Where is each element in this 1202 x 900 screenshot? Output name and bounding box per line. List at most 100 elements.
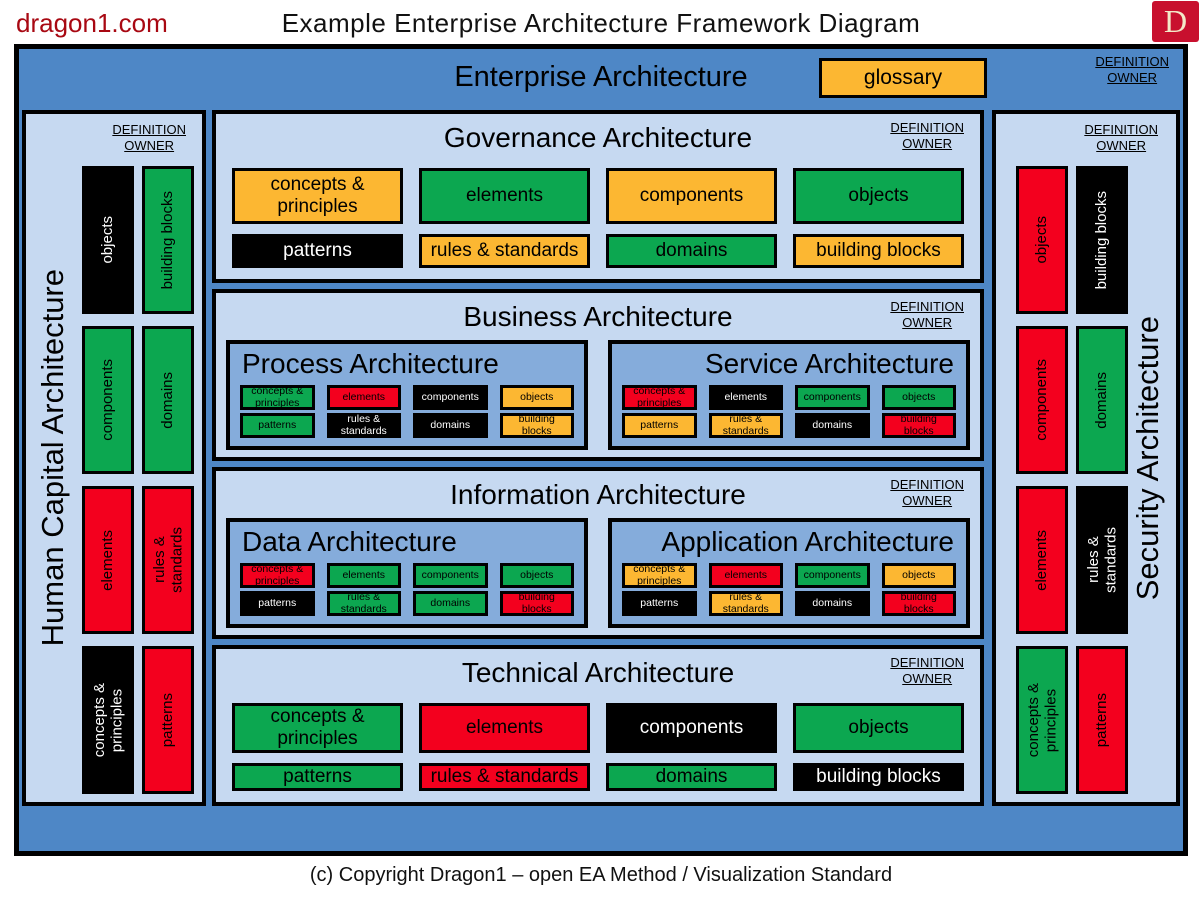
data-box-components: components xyxy=(413,563,488,588)
tech-box-building-blocks: building blocks xyxy=(793,762,964,791)
definition-owner-link-business[interactable]: DEFINITION OWNER xyxy=(890,299,964,332)
service-box-components: components xyxy=(795,385,870,410)
hc-box-rules-standards: rules & standards xyxy=(142,486,194,634)
subpanel-data-architecture: Data Architecture concepts & principles … xyxy=(226,518,588,628)
box-label: objects xyxy=(1033,216,1051,264)
sec-box-objects: objects xyxy=(1016,166,1068,314)
box-label: concepts & principles xyxy=(1024,682,1059,758)
glossary-button[interactable]: glossary xyxy=(819,58,987,98)
panel-human-capital-architecture: DEFINITION OWNER Human Capital Architect… xyxy=(22,110,206,806)
tech-box-elements: elements xyxy=(419,703,590,753)
hc-box-elements: elements xyxy=(82,486,134,634)
technical-box-grid: concepts & principles elements component… xyxy=(232,703,964,791)
sec-box-concepts-principles: concepts & principles xyxy=(1016,646,1068,794)
definition-owner-line1: DEFINITION xyxy=(890,655,964,670)
process-box-building-blocks: building blocks xyxy=(499,413,574,438)
data-box-objects: objects xyxy=(499,563,574,588)
service-box-objects: objects xyxy=(881,385,956,410)
human-capital-title-text: Human Capital Architecture xyxy=(35,269,70,647)
hc-box-concepts-principles: concepts & principles xyxy=(82,646,134,794)
subpanel-process-architecture: Process Architecture concepts & principl… xyxy=(226,340,588,450)
gov-box-building-blocks: building blocks xyxy=(793,233,964,268)
subpanel-title: Application Architecture xyxy=(661,526,954,557)
definition-owner-link-enterprise[interactable]: DEFINITION OWNER xyxy=(1095,54,1169,87)
definition-owner-link-governance[interactable]: DEFINITION OWNER xyxy=(890,120,964,153)
tech-box-objects: objects xyxy=(793,703,964,753)
process-box-grid: concepts & principles elements component… xyxy=(240,385,574,438)
box-label: rules & standards xyxy=(1084,527,1119,593)
service-box-building-blocks: building blocks xyxy=(881,413,956,438)
copyright-text: (c) Copyright Dragon1 – open EA Method /… xyxy=(309,864,893,886)
human-capital-title: Human Capital Architecture xyxy=(26,114,80,802)
gov-box-domains: domains xyxy=(606,233,777,268)
subpanel-title: Process Architecture xyxy=(242,348,499,379)
section-technical-architecture: Technical Architecture DEFINITION OWNER … xyxy=(212,645,984,806)
definition-owner-link-information[interactable]: DEFINITION OWNER xyxy=(890,477,964,510)
subpanel-title: Data Architecture xyxy=(242,526,457,557)
section-information-architecture: Information Architecture DEFINITION OWNE… xyxy=(212,467,984,639)
data-box-concepts-principles: concepts & principles xyxy=(240,563,315,588)
gov-box-concepts-principles: concepts & principles xyxy=(232,168,403,224)
subpanel-title: Service Architecture xyxy=(705,348,954,379)
gov-box-rules-standards: rules & standards xyxy=(419,233,590,268)
security-title: Security Architecture xyxy=(1120,114,1176,802)
governance-box-grid: concepts & principles elements component… xyxy=(232,168,964,268)
hc-box-building-blocks: building blocks xyxy=(142,166,194,314)
information-subpanels: Data Architecture concepts & principles … xyxy=(226,518,970,628)
definition-owner-line2: OWNER xyxy=(902,136,953,152)
definition-owner-link-security[interactable]: DEFINITION OWNER xyxy=(1084,122,1158,155)
section-title: Information Architecture xyxy=(450,479,746,510)
process-box-rules-standards: rules & standards xyxy=(326,413,401,438)
business-subpanels: Process Architecture concepts & principl… xyxy=(226,340,970,450)
hc-box-objects: objects xyxy=(82,166,134,314)
box-label: components xyxy=(99,359,117,441)
process-box-elements: elements xyxy=(326,385,401,410)
definition-owner-link-technical[interactable]: DEFINITION OWNER xyxy=(890,655,964,688)
sec-box-domains: domains xyxy=(1076,326,1128,474)
brand-link[interactable]: dragon1.com xyxy=(16,8,168,38)
definition-owner-line2: OWNER xyxy=(902,315,953,331)
gov-box-patterns: patterns xyxy=(232,233,403,268)
security-title-text: Security Architecture xyxy=(1130,315,1165,601)
hc-box-domains: domains xyxy=(142,326,194,474)
center-column: Governance Architecture DEFINITION OWNER… xyxy=(212,110,984,806)
service-box-domains: domains xyxy=(795,413,870,438)
gov-box-elements: elements xyxy=(419,168,590,224)
box-label: domains xyxy=(1093,371,1111,429)
app-box-rules-standards: rules & standards xyxy=(708,591,783,616)
box-label: building blocks xyxy=(159,190,177,290)
definition-owner-line1: DEFINITION xyxy=(890,299,964,314)
dragon1-logo: D xyxy=(1152,1,1199,42)
tech-box-rules-standards: rules & standards xyxy=(419,762,590,791)
service-box-grid: concepts & principles elements component… xyxy=(622,385,956,438)
tech-box-concepts-principles: concepts & principles xyxy=(232,703,403,753)
box-label: concepts & principles xyxy=(90,682,125,758)
subpanel-service-architecture: Service Architecture concepts & principl… xyxy=(608,340,970,450)
tech-box-domains: domains xyxy=(606,762,777,791)
box-label: objects xyxy=(99,216,117,264)
definition-owner-link-human-capital[interactable]: DEFINITION OWNER xyxy=(112,122,186,155)
box-label: rules & standards xyxy=(150,527,185,593)
data-box-rules-standards: rules & standards xyxy=(326,591,401,616)
definition-owner-line1: DEFINITION xyxy=(890,120,964,135)
enterprise-title: Enterprise Architecture xyxy=(454,61,748,93)
app-box-elements: elements xyxy=(708,563,783,588)
box-label: patterns xyxy=(1093,692,1111,748)
section-governance-architecture: Governance Architecture DEFINITION OWNER… xyxy=(212,110,984,283)
box-label: building blocks xyxy=(1093,190,1111,290)
sec-box-components: components xyxy=(1016,326,1068,474)
box-label: elements xyxy=(99,529,117,591)
human-capital-box-grid: objects building blocks components domai… xyxy=(82,166,194,794)
data-box-elements: elements xyxy=(326,563,401,588)
subpanel-application-architecture: Application Architecture concepts & prin… xyxy=(608,518,970,628)
process-box-domains: domains xyxy=(413,413,488,438)
process-box-patterns: patterns xyxy=(240,413,315,438)
definition-owner-line2: OWNER xyxy=(902,493,953,509)
security-box-grid: objects building blocks components domai… xyxy=(1016,166,1128,794)
data-box-building-blocks: building blocks xyxy=(499,591,574,616)
definition-owner-line1: DEFINITION xyxy=(890,477,964,492)
app-box-concepts-principles: concepts & principles xyxy=(622,563,697,588)
process-box-concepts-principles: concepts & principles xyxy=(240,385,315,410)
definition-owner-line1: DEFINITION xyxy=(1084,122,1158,137)
